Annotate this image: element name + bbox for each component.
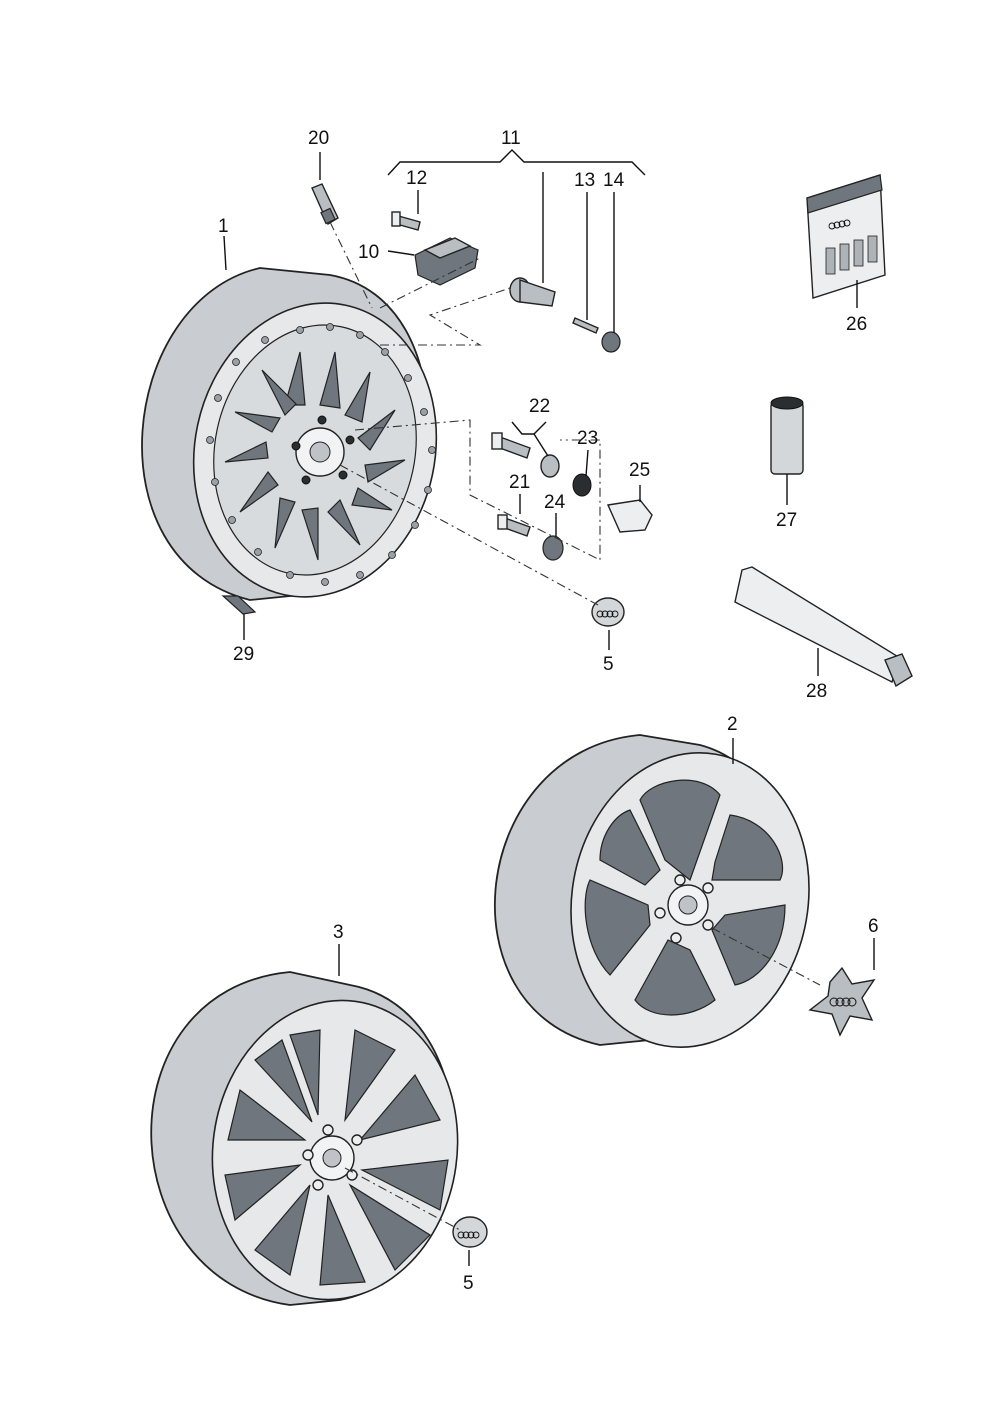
part-5-hub-cap-upper <box>591 597 625 627</box>
callout-25: 25 <box>629 460 650 481</box>
wheel-1-spoke-gaps <box>224 351 406 561</box>
leader-lines <box>223 149 875 1266</box>
part-5-hub-cap-lower <box>452 1216 488 1248</box>
callout-11: 11 <box>501 128 521 149</box>
part-14-valve-cap <box>601 331 621 353</box>
callout-29: 29 <box>233 644 254 665</box>
part-21-wheel-bolt <box>497 514 531 537</box>
part-27-cylinder <box>770 396 804 475</box>
callout-3: 3 <box>333 922 344 943</box>
callout-10: 10 <box>358 242 379 263</box>
callout-28: 28 <box>806 681 827 702</box>
part-24-nut <box>542 535 564 561</box>
callout-23: 23 <box>577 428 598 449</box>
wheel-1-rim-bolts <box>206 323 436 586</box>
assembly-dashed-lines <box>329 221 821 1231</box>
part-29-balance-weight <box>221 595 257 615</box>
callout-6: 6 <box>868 916 879 937</box>
callout-1: 1 <box>218 216 229 237</box>
callout-5-lower: 5 <box>463 1273 474 1294</box>
part-25-adapter <box>606 499 653 533</box>
callout-22: 22 <box>529 396 550 417</box>
part-23-locking-nut <box>540 454 592 497</box>
wheel-3-illustration <box>150 971 459 1306</box>
callout-5-upper: 5 <box>603 654 614 675</box>
callout-13: 13 <box>574 170 595 191</box>
callout-24: 24 <box>544 492 566 513</box>
part-6-star-hub-cap <box>808 966 876 1037</box>
wheel-1-illustration <box>141 267 438 601</box>
part-10-tire-pressure-sensor <box>414 237 479 286</box>
callout-14: 14 <box>603 170 625 191</box>
part-22-wheel-bolt <box>491 432 531 459</box>
callout-21: 21 <box>509 472 530 493</box>
part-20-valve <box>311 183 339 226</box>
part-12-screw <box>391 211 421 231</box>
callout-26: 26 <box>846 314 867 335</box>
callout-2: 2 <box>727 714 738 735</box>
callout-27: 27 <box>776 510 797 531</box>
part-11-valve-stem <box>509 277 556 307</box>
part-26-bolt-kit <box>806 174 886 299</box>
callout-20: 20 <box>308 128 329 149</box>
part-13-valve-core <box>572 317 599 334</box>
part-28-grease-tube <box>734 566 913 688</box>
wheel-2-spoke-gaps <box>584 779 786 1016</box>
callout-labels: 1 2 3 5 5 6 10 11 12 13 14 20 21 22 23 2… <box>218 128 879 1294</box>
wheel-3-spoke-gaps <box>224 1029 449 1286</box>
callout-12: 12 <box>406 168 427 189</box>
wheel-2-illustration <box>493 734 810 1048</box>
